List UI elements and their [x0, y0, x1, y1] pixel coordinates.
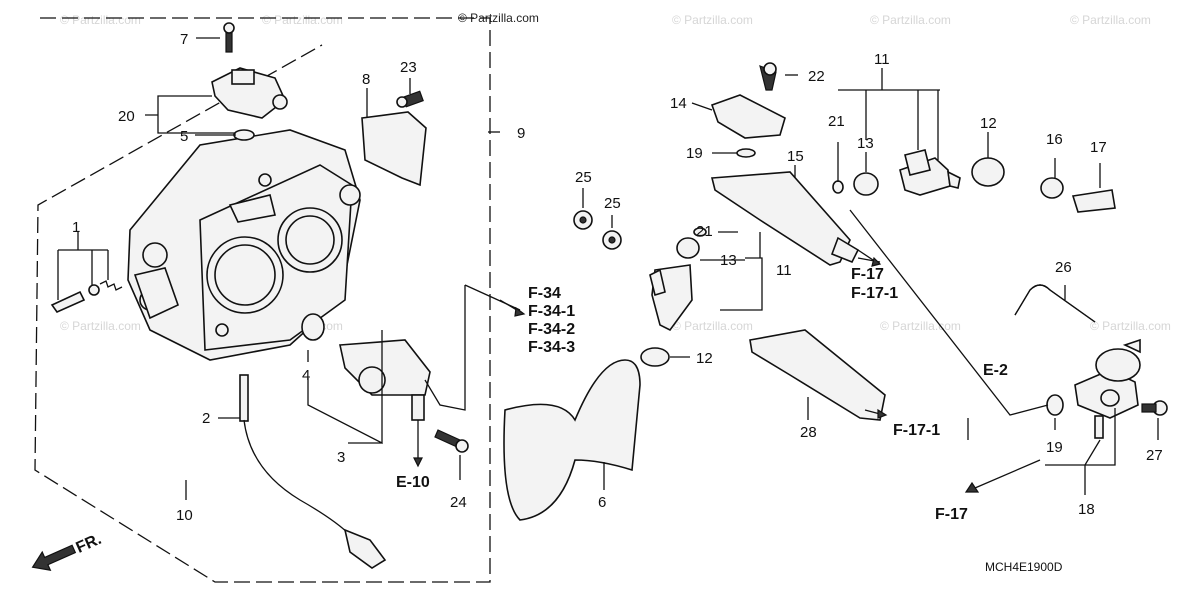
part-label-21: 21: [696, 223, 713, 240]
part-label-27: 27: [1146, 447, 1163, 464]
washer-part: [736, 148, 756, 158]
part-label-19: 19: [1046, 439, 1063, 456]
idle-valve-part: [339, 339, 431, 447]
injector-part: [649, 264, 693, 332]
watermark: © Partzilla.com: [880, 319, 961, 333]
fuel-rail-part: [710, 171, 851, 266]
reference-f34[interactable]: F-34: [528, 285, 561, 302]
direction-label: FR.: [74, 531, 104, 557]
o-ring-part: [693, 227, 707, 237]
o-ring-part: [832, 180, 844, 194]
collar-part: [1040, 177, 1064, 199]
o-ring-part: [301, 313, 325, 341]
reference-e10[interactable]: E-10: [396, 474, 430, 491]
part-label-21: 21: [828, 113, 845, 130]
reference-labels: F-34 F-34-1 F-34-2 F-34-3 E-10 F-17 F-17…: [396, 266, 1008, 523]
watermark: © Partzilla.com: [1070, 13, 1151, 27]
part-label-11: 11: [776, 262, 792, 279]
part-number-labels: 7 20 5 8 23 9 1 2 4 3 10 24 6 25 25 14 2…: [72, 31, 1163, 524]
part-label-6: 6: [598, 494, 606, 511]
reference-f34-2[interactable]: F-34-2: [528, 321, 575, 338]
watermark: © Partzilla.com: [262, 13, 343, 27]
front-direction-arrow: FR.: [31, 531, 104, 572]
part-label-7: 7: [180, 31, 188, 48]
reference-f17-1[interactable]: F-17-1: [851, 285, 898, 302]
part-label-25: 25: [604, 195, 621, 212]
cable-part: [239, 374, 387, 569]
throttle-body: [127, 129, 361, 361]
bolt-part: [396, 90, 424, 108]
screw-part: [50, 280, 123, 313]
part-label-12: 12: [696, 350, 713, 367]
part-label-13: 13: [720, 252, 737, 269]
part-label-4: 4: [302, 367, 310, 384]
part-label-3: 3: [337, 449, 345, 466]
o-ring-part: [1046, 394, 1064, 416]
cap-part: [573, 210, 622, 250]
leader-lines: [57, 37, 1159, 500]
diagram-code: MCH4E1900D: [985, 560, 1063, 574]
part-label-10: 10: [176, 507, 193, 524]
copyright-label: © Partzilla.com: [458, 11, 539, 25]
assembly-outline: [34, 17, 491, 583]
injector-part: [899, 149, 961, 196]
watermark: © Partzilla.com: [60, 319, 141, 333]
part-label-28: 28: [800, 424, 817, 441]
seal-part: [676, 237, 700, 259]
bolt-part: [759, 62, 777, 91]
part-label-26: 26: [1055, 259, 1072, 276]
watermark: © Partzilla.com: [1090, 319, 1171, 333]
part-label-23: 23: [400, 59, 417, 76]
part-label-8: 8: [362, 71, 370, 88]
watermark: © Partzilla.com: [672, 319, 753, 333]
part-label-20: 20: [118, 108, 135, 125]
part-label-1: 1: [72, 219, 80, 236]
reference-f34-3[interactable]: F-34-3: [528, 339, 575, 356]
pressure-regulator-part: [1074, 338, 1141, 439]
seal-part: [971, 157, 1005, 187]
cover-part: [710, 94, 786, 139]
part-label-22: 22: [808, 68, 825, 85]
part-label-18: 18: [1078, 501, 1095, 518]
reference-f17[interactable]: F-17: [935, 506, 968, 523]
watermark: © Partzilla.com: [870, 13, 951, 27]
part-label-16: 16: [1046, 131, 1063, 148]
reference-f17[interactable]: F-17: [851, 266, 884, 283]
part-label-11: 11: [874, 51, 890, 68]
part-label-25: 25: [575, 169, 592, 186]
bracket-part: [361, 111, 427, 187]
seal-part: [853, 172, 879, 196]
reference-e2[interactable]: E-2: [983, 362, 1008, 379]
part-label-15: 15: [787, 148, 804, 165]
part-label-13: 13: [857, 135, 874, 152]
gasket-part: [503, 359, 641, 521]
part-label-5: 5: [180, 128, 188, 145]
part-label-2: 2: [202, 410, 210, 427]
seal-part: [640, 347, 670, 367]
watermark: © Partzilla.com: [672, 13, 753, 27]
fuel-rail-part: [749, 329, 886, 421]
part-label-17: 17: [1090, 139, 1107, 156]
bolt-part: [1141, 400, 1168, 416]
sleeve-part: [1071, 189, 1116, 213]
part-label-14: 14: [670, 95, 687, 112]
bolt-part: [434, 429, 469, 453]
part-label-19: 19: [686, 145, 703, 162]
sensor-part: [211, 22, 288, 141]
watermark: © Partzilla.com: [60, 13, 141, 27]
reference-f34-1[interactable]: F-34-1: [528, 303, 575, 320]
part-label-9: 9: [517, 125, 525, 142]
part-label-24: 24: [450, 494, 467, 511]
reference-f17-1[interactable]: F-17-1: [893, 422, 940, 439]
part-label-12: 12: [980, 115, 997, 132]
hose-part: [1014, 284, 1096, 323]
